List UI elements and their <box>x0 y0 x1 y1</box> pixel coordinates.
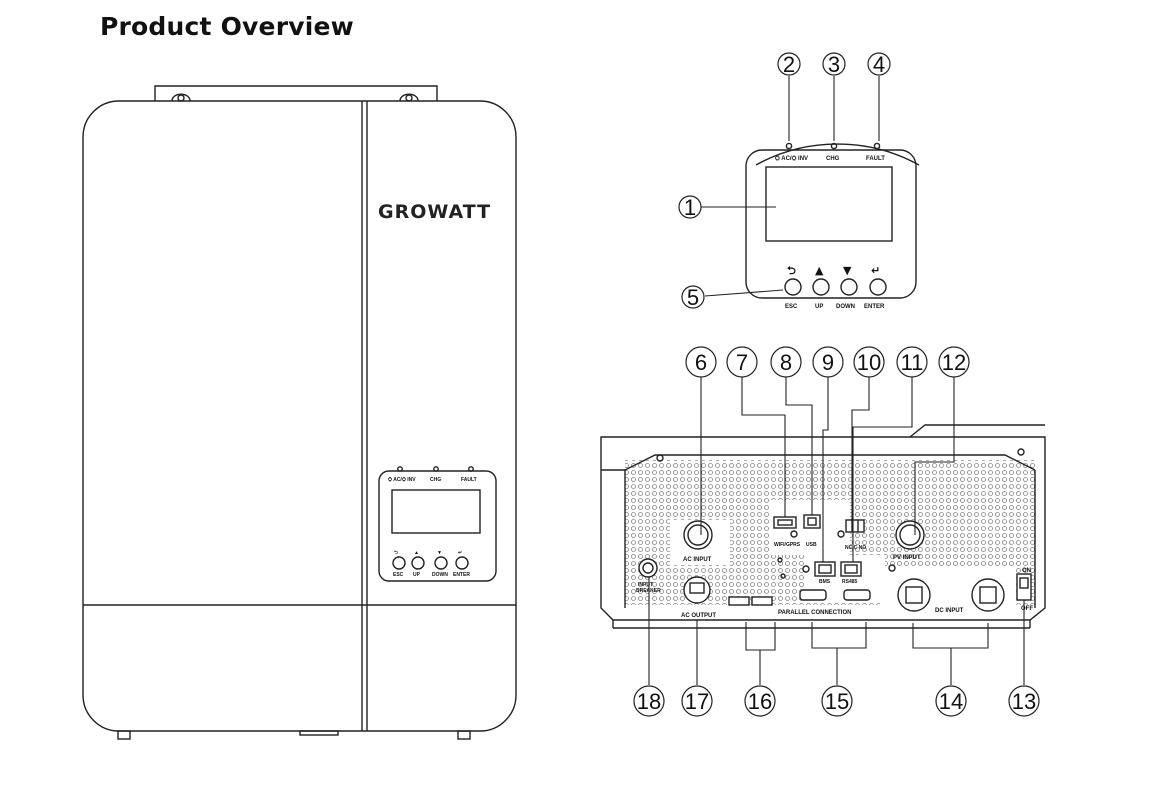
svg-text:9: 9 <box>822 350 834 375</box>
svg-text:8: 8 <box>780 350 792 375</box>
front-btn-label-down: DOWN <box>432 572 448 578</box>
front-btn-symbol-enter: ↵ <box>458 550 462 556</box>
callout-10: 10 <box>853 346 885 378</box>
svg-text:3: 3 <box>828 52 840 77</box>
front-btn-symbol-down: ▼ <box>437 550 442 556</box>
svg-text:6: 6 <box>695 350 707 375</box>
front-btn-label-esc: ESC <box>393 572 404 578</box>
button-label-esc: ESC <box>785 304 798 310</box>
front-panel-labels: ⛭ AC/⛭ INV CHG FAULT ESC UP DOWN ENTER ⮌… <box>388 477 477 578</box>
label-parallel-connection: PARALLEL CONNECTION <box>778 610 851 616</box>
callout-8: 8 <box>770 346 802 378</box>
callout-12: 12 <box>938 346 970 378</box>
svg-text:7: 7 <box>736 350 748 375</box>
svg-text:1: 1 <box>684 195 696 220</box>
front-led-label-ac: ⛭ AC/⛭ INV <box>388 477 416 483</box>
led-label-chg: CHG <box>826 156 840 162</box>
front-led-label-chg: CHG <box>430 477 441 483</box>
callout-leaders <box>648 76 1025 685</box>
svg-text:12: 12 <box>942 350 966 375</box>
front-btn-label-up: UP <box>413 572 421 578</box>
svg-text:4: 4 <box>873 52 885 77</box>
callout-numbers: 1 2 3 4 5 6 7 8 <box>633 52 1040 717</box>
callout-14: 14 <box>935 685 967 717</box>
svg-text:17: 17 <box>685 689 709 714</box>
led-label-ac-inv: ⛭ AC/⛭ INV <box>775 155 808 162</box>
label-input-breaker-1: INPUT <box>638 582 653 588</box>
inverter-bottom-view <box>600 424 1046 629</box>
control-panel-detail <box>745 142 920 299</box>
svg-text:5: 5 <box>687 285 699 310</box>
svg-text:16: 16 <box>748 689 772 714</box>
bottom-view-labels: AC INPUT WIFI/GPRS USB NC C NO PV INPUT … <box>636 542 1033 619</box>
label-pv-input: PV INPUT <box>893 555 921 561</box>
up-arrow-icon: ▲ <box>815 264 824 277</box>
callout-17: 17 <box>681 685 713 717</box>
label-rs485: RS485 <box>842 579 858 585</box>
callout-1: 1 <box>678 195 702 220</box>
callout-4: 4 <box>867 52 891 77</box>
down-arrow-icon: ▼ <box>843 264 852 277</box>
label-ac-output: AC OUTPUT <box>681 613 716 619</box>
callout-2: 2 <box>777 52 801 77</box>
label-usb: USB <box>806 542 817 548</box>
callout-5: 5 <box>681 285 705 310</box>
label-dc-input: DC INPUT <box>935 608 964 614</box>
button-label-down: DOWN <box>836 304 855 310</box>
enter-symbol-icon: ↵ <box>871 264 880 277</box>
front-btn-symbol-up: ▲ <box>414 550 419 556</box>
label-off: OFF <box>1021 606 1033 612</box>
brand-logo: GROWATT <box>378 201 491 223</box>
callout-15: 15 <box>821 685 853 717</box>
callout-9: 9 <box>812 346 844 378</box>
callout-13: 13 <box>1008 685 1040 717</box>
control-panel-labels: ⛭ AC/⛭ INV CHG FAULT ESC UP DOWN ENTER ⮌… <box>775 155 885 310</box>
esc-symbol-icon: ⮌ <box>787 264 796 277</box>
svg-text:13: 13 <box>1012 689 1036 714</box>
label-wifi-gprs: WIFI/GPRS <box>774 542 801 548</box>
page-title: Product Overview <box>100 12 354 41</box>
label-bms: BMS <box>819 579 831 585</box>
callout-7: 7 <box>726 346 758 378</box>
svg-text:18: 18 <box>637 689 661 714</box>
callout-16: 16 <box>744 685 776 717</box>
front-led-label-fault: FAULT <box>461 477 477 483</box>
svg-text:15: 15 <box>825 689 849 714</box>
svg-text:10: 10 <box>857 350 881 375</box>
svg-text:11: 11 <box>901 350 924 375</box>
led-label-fault: FAULT <box>866 156 885 162</box>
label-relay: NC C NO <box>845 545 866 551</box>
callout-11: 11 <box>896 346 928 378</box>
label-ac-input: AC INPUT <box>683 557 712 563</box>
front-btn-label-enter: ENTER <box>453 572 470 578</box>
svg-text:2: 2 <box>783 52 795 77</box>
button-label-up: UP <box>815 304 823 310</box>
button-label-enter: ENTER <box>864 304 885 310</box>
label-on: ON <box>1022 568 1031 574</box>
callout-3: 3 <box>822 52 846 77</box>
inverter-front-view <box>82 85 517 740</box>
callout-18: 18 <box>633 685 665 717</box>
callout-6: 6 <box>685 346 717 378</box>
svg-text:14: 14 <box>939 689 963 714</box>
front-btn-symbol-esc: ⮌ <box>394 549 398 556</box>
